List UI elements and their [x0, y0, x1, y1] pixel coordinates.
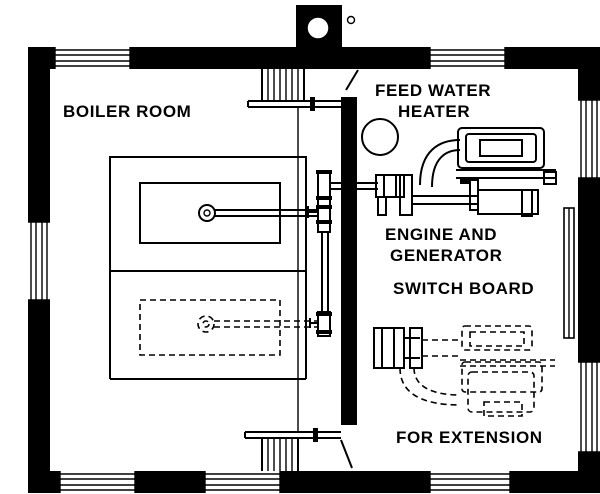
label-switch-board: SWITCH BOARD	[393, 279, 534, 298]
windows	[28, 47, 600, 493]
chimney	[296, 5, 356, 47]
stairs-top	[247, 69, 341, 111]
steam-header	[307, 170, 378, 337]
engine-extension	[373, 325, 555, 417]
label-for-extension: FOR EXTENSION	[396, 428, 543, 447]
engine-generator	[375, 127, 557, 217]
label-generator: GENERATOR	[390, 246, 502, 265]
window-right-upper	[578, 99, 600, 179]
label-engine-and: ENGINE AND	[385, 225, 497, 244]
label-feed-water: FEED WATER	[375, 81, 491, 100]
window-left	[28, 221, 50, 301]
feed-water-heater	[361, 118, 399, 156]
window-top-right	[429, 47, 506, 69]
boiler-existing	[109, 156, 318, 272]
window-right-inner	[563, 207, 575, 339]
stairs-bottom	[244, 428, 341, 471]
partition-wall	[340, 69, 359, 469]
window-bottom-left	[59, 471, 136, 493]
window-right-lower	[578, 361, 600, 453]
window-bottom-right	[429, 471, 511, 493]
label-heater: HEATER	[398, 102, 470, 121]
label-boiler-room: BOILER ROOM	[63, 102, 191, 121]
window-bottom-middle	[204, 471, 281, 493]
boiler-future	[109, 271, 318, 380]
window-top-left	[54, 47, 131, 69]
